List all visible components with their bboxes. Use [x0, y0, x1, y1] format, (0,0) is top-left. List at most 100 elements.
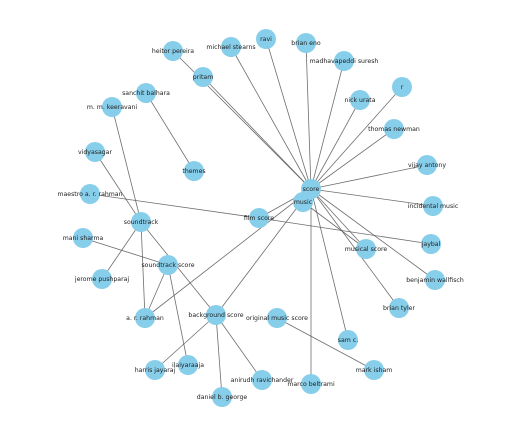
node-circle	[301, 374, 321, 394]
node-brian-eno: brian eno	[291, 33, 321, 53]
node-circle	[350, 90, 370, 110]
node-ar-rahman: a. r. rahman	[126, 308, 164, 328]
edge-score-thomas_newman	[310, 128, 395, 190]
node-circle	[131, 212, 151, 232]
edge-score-r	[310, 86, 403, 190]
node-pritam: pritam	[193, 67, 213, 87]
edge-vidyasagar-soundtrack	[94, 151, 142, 223]
node-label: musical score	[345, 246, 388, 253]
node-r: r	[392, 77, 412, 97]
edge-score-ravi	[265, 38, 312, 190]
edge-music-musical_score	[302, 201, 367, 250]
edge-original_music_score-mark_isham	[276, 317, 375, 371]
node-thomas-newman: thomas newman	[368, 119, 420, 139]
node-circle	[135, 308, 155, 328]
node-circle	[193, 67, 213, 87]
node-circle	[80, 184, 100, 204]
node-label: nick urata	[344, 97, 375, 104]
node-themes: themes	[182, 161, 206, 181]
node-circle	[296, 33, 316, 53]
node-circle	[184, 161, 204, 181]
node-music: music	[293, 192, 313, 212]
node-label: background score	[188, 312, 243, 319]
edge-score-vijay_antony	[310, 164, 428, 190]
node-label: soundtrack score	[141, 262, 194, 269]
node-label: pritam	[193, 74, 213, 81]
node-circle	[389, 298, 409, 318]
node-label: marco beltrami	[287, 381, 335, 388]
node-incidental-music: incidental music	[408, 196, 459, 216]
node-label: ravi	[260, 36, 272, 43]
node-label: a. r. rahman	[126, 315, 164, 322]
node-circle	[221, 37, 241, 57]
node-ilaiyaraaja: ilaiyaraaja	[172, 355, 204, 375]
node-circle	[384, 119, 404, 139]
edge-score-musical_score	[310, 188, 367, 250]
node-label: score	[303, 186, 320, 193]
node-label: anirudh ravichander	[231, 377, 294, 384]
node-soundtrack-score: soundtrack score	[141, 255, 195, 275]
edge-score-michael_stearns	[230, 46, 312, 190]
node-label: brian tyler	[383, 305, 415, 312]
node-label: sam c.	[338, 337, 358, 344]
edge-background_score-daniel_b_george	[215, 314, 223, 398]
node-circle	[145, 360, 165, 380]
node-daniel-b-george: daniel b. george	[197, 387, 247, 407]
edge-sanchit_balhara-themes	[145, 92, 195, 172]
node-label: sanchit balhara	[122, 90, 170, 97]
node-nick-urata: nick urata	[344, 90, 376, 110]
edge-score-sam_c	[310, 188, 349, 341]
edge-score-benjamin_wallfisch	[310, 188, 436, 281]
node-label: m. m. keeravani	[87, 104, 138, 111]
node-circle	[158, 255, 178, 275]
node-mani-sharma: mani sharma	[63, 228, 104, 248]
node-m-m-keeravani: m. m. keeravani	[87, 97, 138, 117]
node-label: mani sharma	[63, 235, 104, 242]
edge-background_score-harris_jayaraj	[154, 314, 217, 371]
edge-film_score-maestro_ar_rahman	[89, 193, 260, 219]
edge-film_score-jaybal	[258, 217, 432, 245]
node-circle	[423, 196, 443, 216]
node-circle	[178, 355, 198, 375]
edges-layer	[82, 38, 436, 398]
node-circle	[102, 97, 122, 117]
node-circle	[73, 228, 93, 248]
node-vidyasagar: vidyasagar	[78, 142, 112, 162]
node-circle	[421, 234, 441, 254]
node-maestro-ar-rahman: maestro a. r. rahman	[57, 184, 123, 204]
node-circle	[392, 77, 412, 97]
node-label: original music score	[246, 315, 308, 322]
node-musical-score: musical score	[345, 239, 388, 259]
node-label: vijay antony	[408, 162, 446, 169]
edge-score-brian_tyler	[310, 188, 400, 309]
node-original-music-score: original music score	[246, 308, 308, 328]
edge-mani_sharma-soundtrack_score	[82, 237, 169, 266]
node-michael-stearns: michael stearns	[206, 37, 256, 57]
node-circle	[85, 142, 105, 162]
node-label: thomas newman	[368, 126, 420, 133]
node-label: harris jayaraj	[135, 367, 176, 374]
node-mark-isham: mark isham	[356, 360, 392, 380]
node-label: madhavapeddi suresh	[310, 58, 379, 65]
node-circle	[252, 370, 272, 390]
edge-background_score-anirudh_ravichander	[215, 314, 263, 381]
node-label: benjamin wallfisch	[406, 277, 464, 284]
node-label: heitor pereira	[152, 48, 194, 55]
node-vijay-antony: vijay antony	[408, 155, 446, 175]
node-label: soundtrack	[124, 219, 159, 226]
node-circle	[356, 239, 376, 259]
edge-soundtrack-ar_rahman	[140, 221, 146, 319]
node-label: michael stearns	[206, 44, 255, 51]
node-heitor-pereira: heitor pereira	[152, 41, 194, 61]
edge-score-ar_rahman	[144, 188, 312, 319]
node-ravi: ravi	[256, 29, 276, 49]
node-label: film score	[244, 215, 274, 222]
node-circle	[364, 360, 384, 380]
node-anirudh-ravichander: anirudh ravichander	[231, 370, 294, 390]
node-circle	[136, 83, 156, 103]
node-circle	[293, 192, 313, 212]
node-label: r	[401, 84, 404, 91]
nodes-layer: heitor pereira michael stearns ravi brian e…	[57, 29, 464, 407]
edge-soundtrack_score-ilaiyaraaja	[167, 264, 189, 366]
node-soundtrack: soundtrack	[124, 212, 159, 232]
